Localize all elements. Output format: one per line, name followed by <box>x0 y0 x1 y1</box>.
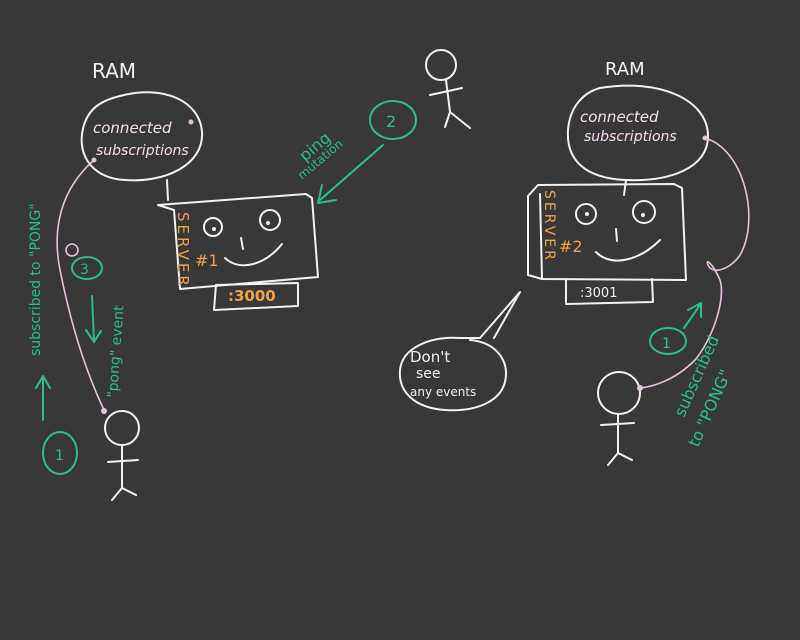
right-ram-label: RAM <box>605 59 645 80</box>
speech-bubble-outline <box>398 291 521 412</box>
left-step3-number: 3 <box>80 262 89 278</box>
right-step1-circle <box>649 327 687 355</box>
right-server-monitor <box>527 183 687 281</box>
left-person-body <box>107 444 139 501</box>
right-person <box>597 371 643 466</box>
left-server: SERVER #1 :3000 <box>157 193 319 311</box>
right-subscription-link <box>640 137 750 389</box>
left-face-smile <box>224 243 283 267</box>
right-face-pupil-right <box>641 213 645 217</box>
middle-person <box>425 49 471 129</box>
right-person-link-dot <box>637 385 643 391</box>
left-face-eye-left <box>203 217 223 237</box>
right-server-port: :3001 <box>580 286 617 301</box>
speech-bubble: Don't see any events <box>398 291 521 412</box>
left-step3-label: "pong" event <box>105 304 127 398</box>
left-step3-label-group: "pong" event <box>105 304 127 398</box>
right-person-body <box>600 413 635 466</box>
right-server-number: #2 <box>559 237 583 256</box>
left-bubble-connector <box>166 179 169 201</box>
left-step3-circle <box>71 256 103 280</box>
right-person-head <box>597 371 641 415</box>
left-person-head <box>104 410 140 446</box>
left-step1-arrow <box>35 375 51 421</box>
right-face-smile <box>595 239 661 262</box>
left-face-pupil-right <box>266 221 270 225</box>
left-step1-label-group: subscribed to "PONG" <box>28 203 44 356</box>
left-ram-bubble <box>80 91 204 182</box>
left-bubble-line1: connected <box>93 119 172 137</box>
left-server-word: SERVER <box>174 212 192 289</box>
right-server-stand <box>565 278 654 305</box>
left-subscription-link <box>56 159 105 411</box>
left-server-stand <box>213 282 299 311</box>
right-bubble-line2: subscriptions <box>584 129 677 145</box>
right-step1-number: 1 <box>662 336 671 352</box>
left-server-monitor <box>157 193 319 290</box>
left-link-loop <box>65 243 79 257</box>
left-face-pupil-left <box>212 227 216 231</box>
middle-step2: 2 ping mutation <box>295 100 417 204</box>
right-ram-cluster: RAM connected subscriptions <box>566 59 709 196</box>
left-step1-label: subscribed to "PONG" <box>28 203 44 356</box>
speech-line3: any events <box>410 385 476 399</box>
left-ram-label: RAM <box>92 59 136 83</box>
right-face-eye-left <box>575 203 597 225</box>
right-ram-bubble <box>566 84 709 182</box>
right-server: SERVER #2 :3001 <box>527 183 687 305</box>
right-bubble-connector <box>623 179 627 196</box>
middle-ping-arrow <box>317 144 384 204</box>
left-bubble-line2: subscriptions <box>96 143 189 159</box>
right-face-eye-right <box>632 200 656 224</box>
left-bubble-dot-top <box>188 119 194 125</box>
left-ram-cluster: RAM connected subscriptions <box>80 59 204 201</box>
right-server-word-group: SERVER <box>541 190 557 263</box>
left-person <box>101 408 140 501</box>
left-face-nose <box>240 237 244 250</box>
left-step1-circle <box>42 431 78 475</box>
right-server-word: SERVER <box>541 190 557 263</box>
left-step1-number: 1 <box>55 448 64 464</box>
left-person-link-dot <box>101 408 107 414</box>
left-server-number: #1 <box>195 251 219 270</box>
right-step1: 1 subscribed to "PONG" <box>649 302 735 450</box>
left-step3: 3 "pong" event <box>71 256 127 398</box>
right-step1-arrow <box>683 302 702 329</box>
middle-person-head <box>425 49 457 81</box>
right-face-nose <box>615 228 618 242</box>
left-server-word-group: SERVER <box>174 212 192 289</box>
middle-step2-circle <box>369 100 417 140</box>
left-server-port: :3000 <box>228 287 276 305</box>
left-step1: subscribed to "PONG" 1 <box>28 203 78 475</box>
middle-person-body <box>429 79 471 129</box>
right-bubble-line1: connected <box>580 108 659 126</box>
speech-line1: Don't <box>410 348 450 366</box>
middle-step2-number: 2 <box>386 112 396 131</box>
left-step3-arrow <box>85 295 102 343</box>
left-face-eye-right <box>259 209 281 231</box>
speech-line2: see <box>416 366 441 382</box>
right-face-pupil-left <box>585 212 589 216</box>
